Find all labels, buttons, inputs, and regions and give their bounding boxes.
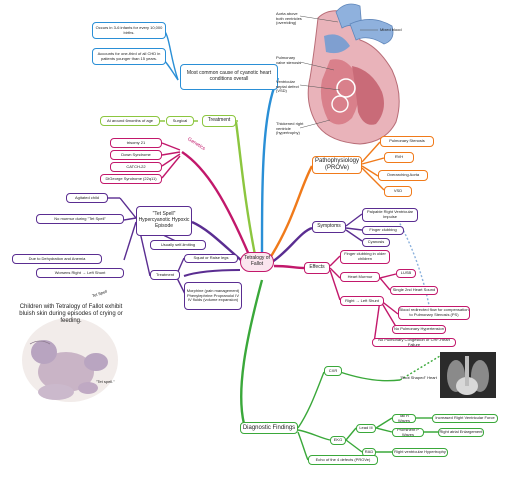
- pathophysiology-node[interactable]: Pathophysiology (PROVe): [312, 156, 362, 174]
- genetics-digeorge[interactable]: DiGeorge Syndrome (22q11): [100, 174, 162, 184]
- diagnostic-node[interactable]: Diagnostic Findings: [240, 422, 298, 434]
- chest-xray: [440, 352, 496, 398]
- photo-inner-text: "Tet spell.": [96, 379, 115, 384]
- heart-illustration: [299, 3, 400, 145]
- effect-blood-flow[interactable]: Blood redirected flow for compensation t…: [398, 306, 470, 320]
- heart-label-rvh: Thickened right ventricle (hypertrophy): [276, 121, 304, 136]
- treatment-node[interactable]: Treatment: [202, 115, 236, 127]
- patho-rvh[interactable]: RVH: [384, 152, 414, 163]
- tet-spell-node[interactable]: "Tet Spell" Hypercyanotic Hypoxic Episod…: [136, 206, 192, 236]
- symptom-rv-impulse[interactable]: Palpable Right Ventricular Impulse: [362, 208, 418, 222]
- genetics-trisomy21[interactable]: trisomy 21: [110, 138, 162, 148]
- heart-label-aorta: Aorta above both ventricles (overriding): [276, 11, 302, 26]
- effect-finger-clubbing[interactable]: Finger clubbing in older children: [340, 250, 390, 264]
- effect-no-pulm-htn[interactable]: No Pulmonary Hypertension: [392, 325, 446, 334]
- diag-lead3[interactable]: Lead III: [356, 424, 376, 433]
- effect-lusb[interactable]: LUSB: [396, 269, 416, 278]
- diag-p-waves[interactable]: Prominent P Waves: [392, 428, 424, 437]
- symptoms-node[interactable]: Symptoms: [312, 221, 346, 233]
- tet-squat[interactable]: Squat or Raise legs: [184, 254, 238, 263]
- common-cause-title[interactable]: Most common cause of cyanotic heart cond…: [180, 64, 278, 90]
- common-cause-note-incidence[interactable]: Occurs in 3-6 infants for every 10,000 b…: [92, 22, 166, 39]
- center-node[interactable]: Tetralogy of Fallot: [240, 252, 274, 272]
- diag-boot-heart: "Boot Shaped" Heart: [400, 375, 437, 380]
- patho-overarching-aorta[interactable]: Overarching Aorta: [378, 170, 428, 181]
- diag-echo[interactable]: Echo of the 4 defects (PROVe): [308, 455, 378, 465]
- surgical-timing[interactable]: At around 6months of age: [100, 116, 160, 126]
- diag-rae[interactable]: Right atrial Enlargement: [438, 428, 484, 437]
- symptom-finger-clubbing[interactable]: Finger clubbing: [362, 226, 404, 235]
- diag-tall-r[interactable]: Tall R Waves: [392, 414, 416, 423]
- effect-single-s2[interactable]: Single 2nd Heart Sound: [390, 286, 438, 295]
- heart-label-mixed-blood: Mixed blood: [380, 27, 402, 32]
- diag-ekg[interactable]: EKG: [330, 436, 346, 445]
- diag-rv-force[interactable]: Increased Right Ventricular Force: [432, 414, 498, 423]
- tet-drugs[interactable]: Morphine (pain management) Phenylephrine…: [184, 282, 242, 310]
- photo-caption: Children with Tetralogy of Fallot exhibi…: [19, 304, 123, 324]
- patho-vsd[interactable]: VSD: [384, 186, 412, 197]
- effect-heart-murmur[interactable]: Heart Murmur: [340, 272, 380, 282]
- tet-dehydration[interactable]: Due to Dehydration and Anemia: [12, 254, 102, 264]
- heart-label-pulm-stenosis: Pulmonary valve stenosis: [276, 55, 302, 65]
- diag-rvh[interactable]: Right ventricular Hypertrophy: [392, 448, 448, 457]
- diag-cxr[interactable]: CXR: [324, 366, 342, 376]
- genetics-down-syndrome[interactable]: Down Syndrome: [110, 150, 162, 160]
- effects-node[interactable]: Effects: [304, 262, 330, 274]
- tet-worsens-shunt[interactable]: Worsens Right → Left Shunt: [36, 268, 124, 278]
- surgical-node[interactable]: Surgical: [166, 116, 194, 126]
- tet-agitated[interactable]: Agitated child: [66, 193, 108, 203]
- heart-label-vsd: Ventricular septal defect (VSD): [276, 79, 299, 94]
- tet-no-murmur[interactable]: No murmur during "Tet Spell": [36, 214, 124, 224]
- genetics-catch22[interactable]: CATCH-22: [110, 162, 162, 172]
- tet-treatment[interactable]: Treatment: [150, 270, 180, 280]
- effect-right-left-shunt[interactable]: Right → Left Shunt: [340, 296, 384, 306]
- baby-illustration: [22, 318, 118, 402]
- symptom-cyanosis[interactable]: Cyanosis: [362, 238, 390, 247]
- tet-self-limiting[interactable]: Usually self-limiting: [150, 240, 206, 250]
- patho-pulmonary-stenosis[interactable]: Pulmonary Stenosis: [380, 136, 434, 147]
- effect-no-congestion[interactable]: No Pulmonary Congestion or CHF-Heart Fai…: [372, 338, 456, 347]
- common-cause-note-chd[interactable]: Accounts for one-third of all CHD in pat…: [92, 48, 166, 65]
